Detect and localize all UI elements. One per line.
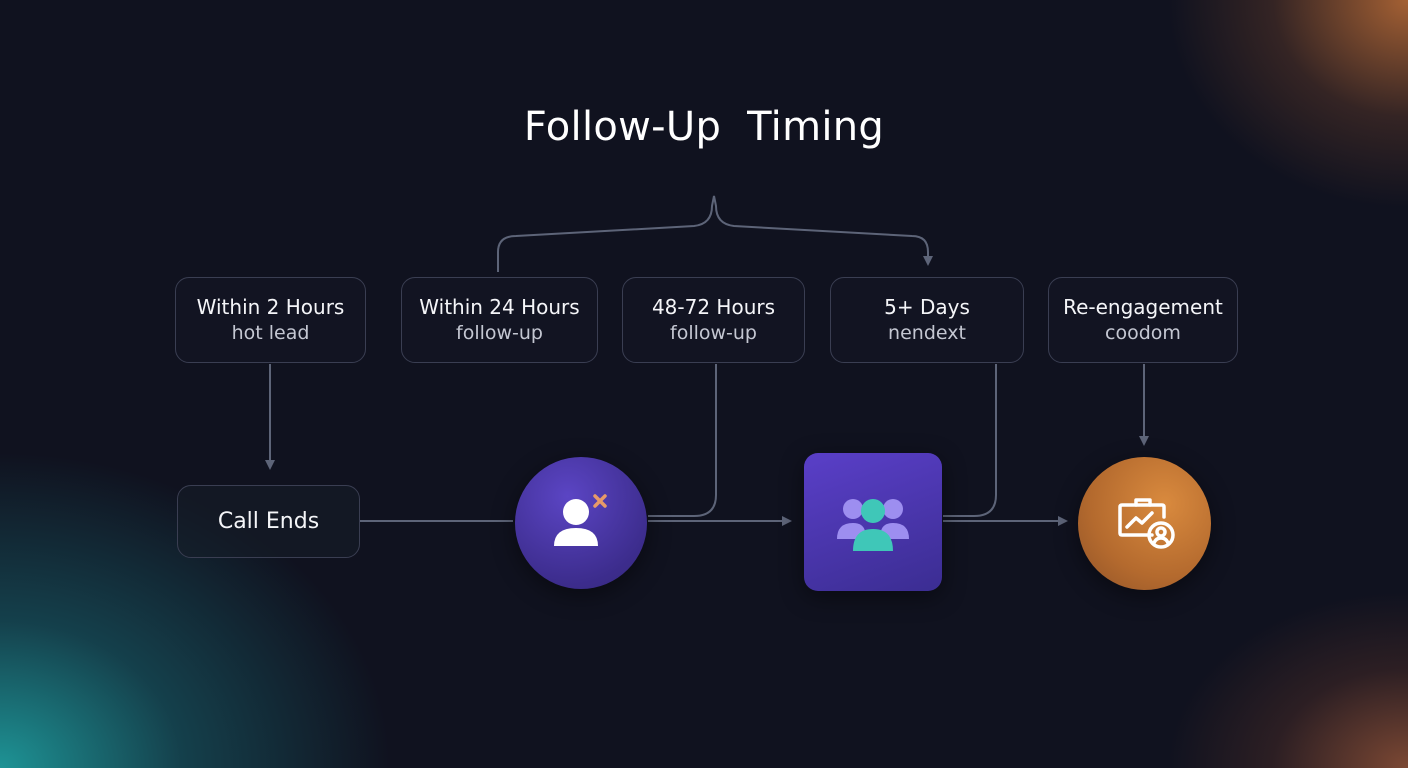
timing-box-subtitle: nendext [888,322,966,344]
timing-box-subtitle: follow-up [456,322,543,344]
timing-box-within-2-hours: Within 2 Hours hot lead [175,277,366,363]
timing-box-heading: Within 2 Hours [196,295,345,319]
node-user-group [804,453,942,591]
brace-connector [497,195,933,272]
connector-48-72-hours [648,364,717,517]
timing-box-within-24-hours: Within 24 Hours follow-up [401,277,598,363]
user-group-icon [837,499,909,551]
node-briefcase-user [1078,457,1211,590]
node-user-x [515,457,647,589]
timing-box-heading: 48-72 Hours [651,295,776,319]
diagram-title: Follow-Up Timing [523,104,885,150]
connector-5-days [943,364,997,517]
briefcase-user-icon [1117,497,1175,549]
timing-box-heading: 5+ Days [884,295,970,319]
user-x-icon [554,494,607,546]
timing-box-heading: Within 24 Hours [419,295,580,319]
timing-box-subtitle: follow-up [670,322,757,344]
timing-box-subtitle: hot lead [231,322,310,344]
timing-box-subtitle: coodom [1105,322,1181,344]
call-ends-box: Call Ends [177,485,360,558]
timing-box-48-72-hours: 48-72 Hours follow-up [622,277,805,363]
timing-box-re-engagement: Re-engagement coodom [1048,277,1238,363]
timing-box-heading: Re-engagement [1063,295,1223,319]
timing-box-5-days: 5+ Days nendext [830,277,1024,363]
